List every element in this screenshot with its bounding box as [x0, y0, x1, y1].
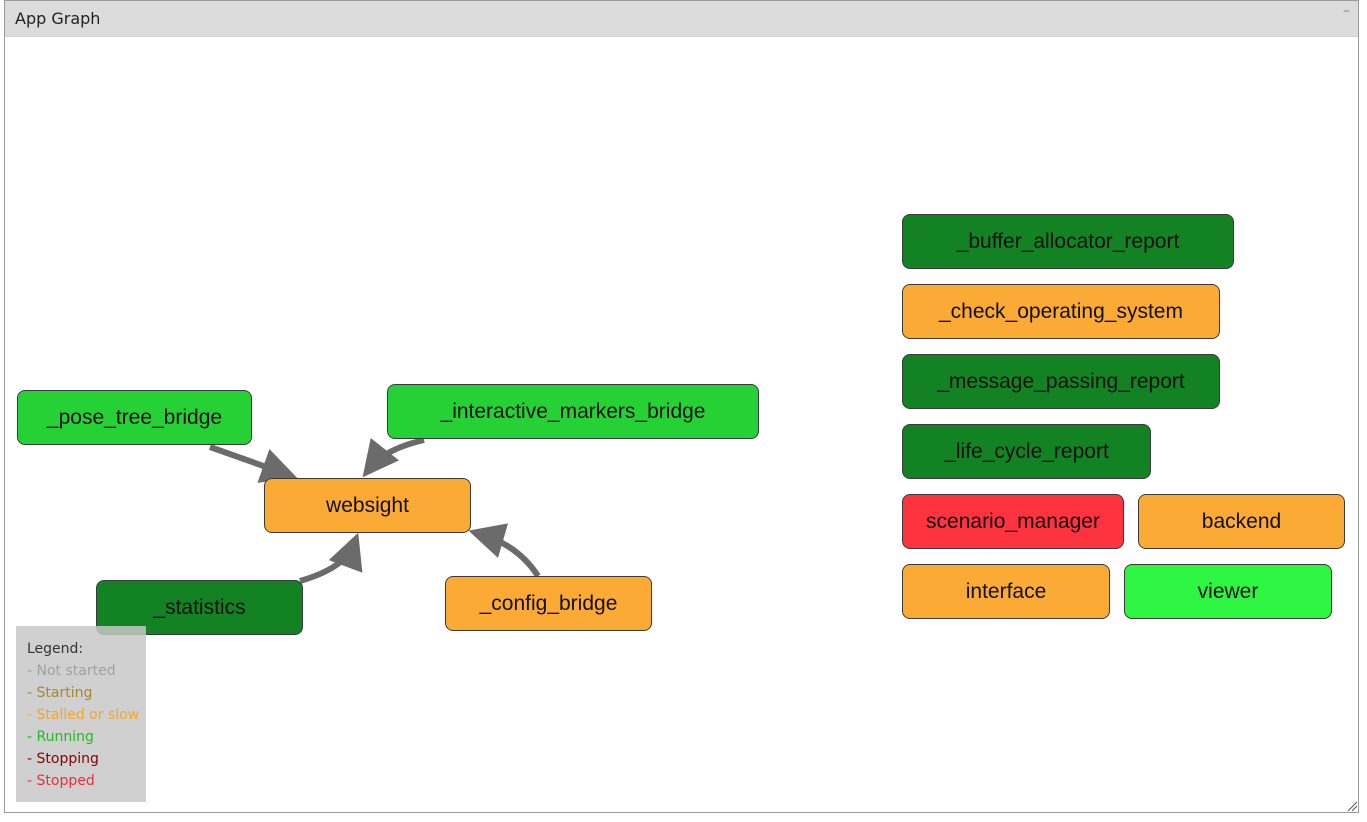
- node-label: viewer: [1197, 579, 1259, 603]
- node-pose-tree-bridge[interactable]: _pose_tree_bridge: [17, 390, 252, 445]
- node-label: _buffer_allocator_report: [956, 229, 1180, 253]
- node-check-operating-system[interactable]: _check_operating_system: [902, 284, 1220, 339]
- node-label: _config_bridge: [479, 591, 618, 615]
- node-backend[interactable]: backend: [1138, 494, 1345, 549]
- node-viewer[interactable]: viewer: [1124, 564, 1332, 619]
- legend-item-stalled-or-slow: - Stalled or slow: [27, 707, 140, 723]
- node-label: _message_passing_report: [937, 369, 1185, 393]
- resize-handle-icon[interactable]: [1346, 800, 1358, 812]
- edge-config-bridge-to-websight: [468, 523, 541, 578]
- edge-statistics-to-websight: [299, 532, 363, 584]
- node-label: _life_cycle_report: [944, 439, 1109, 463]
- legend: Legend: - Not started - Starting - Stall…: [16, 626, 146, 802]
- node-statistics[interactable]: _statistics: [96, 580, 303, 635]
- node-label: _check_operating_system: [939, 299, 1183, 323]
- window-title: App Graph: [15, 9, 101, 28]
- node-life-cycle-report[interactable]: _life_cycle_report: [902, 424, 1151, 479]
- node-scenario-manager[interactable]: scenario_manager: [902, 494, 1124, 549]
- legend-title: Legend:: [27, 641, 84, 657]
- node-label: interface: [965, 579, 1047, 603]
- legend-item-not-started: - Not started: [27, 663, 116, 679]
- node-label: _pose_tree_bridge: [46, 405, 223, 429]
- node-config-bridge[interactable]: _config_bridge: [445, 576, 652, 631]
- node-label: backend: [1201, 509, 1282, 533]
- node-buffer-allocator-report[interactable]: _buffer_allocator_report: [902, 214, 1234, 269]
- node-websight[interactable]: websight: [264, 478, 471, 533]
- edge-pose-tree-bridge-to-websight: [208, 444, 298, 483]
- window-titlebar[interactable]: App Graph –: [5, 1, 1358, 37]
- legend-item-starting: - Starting: [27, 685, 93, 701]
- node-label: websight: [326, 493, 409, 517]
- legend-item-stopped: - Stopped: [27, 773, 95, 789]
- node-label: _statistics: [153, 595, 246, 619]
- node-interactive-markers-bridge[interactable]: _interactive_markers_bridge: [387, 384, 759, 439]
- minimize-icon[interactable]: –: [1343, 3, 1350, 19]
- legend-item-running: - Running: [27, 729, 94, 745]
- edge-interactive-markers-bridge-to-websight: [362, 437, 425, 478]
- node-label: scenario_manager: [926, 509, 1100, 533]
- node-message-passing-report[interactable]: _message_passing_report: [902, 354, 1220, 409]
- node-label: _interactive_markers_bridge: [440, 399, 706, 423]
- node-interface[interactable]: interface: [902, 564, 1110, 619]
- legend-item-stopping: - Stopping: [27, 751, 99, 767]
